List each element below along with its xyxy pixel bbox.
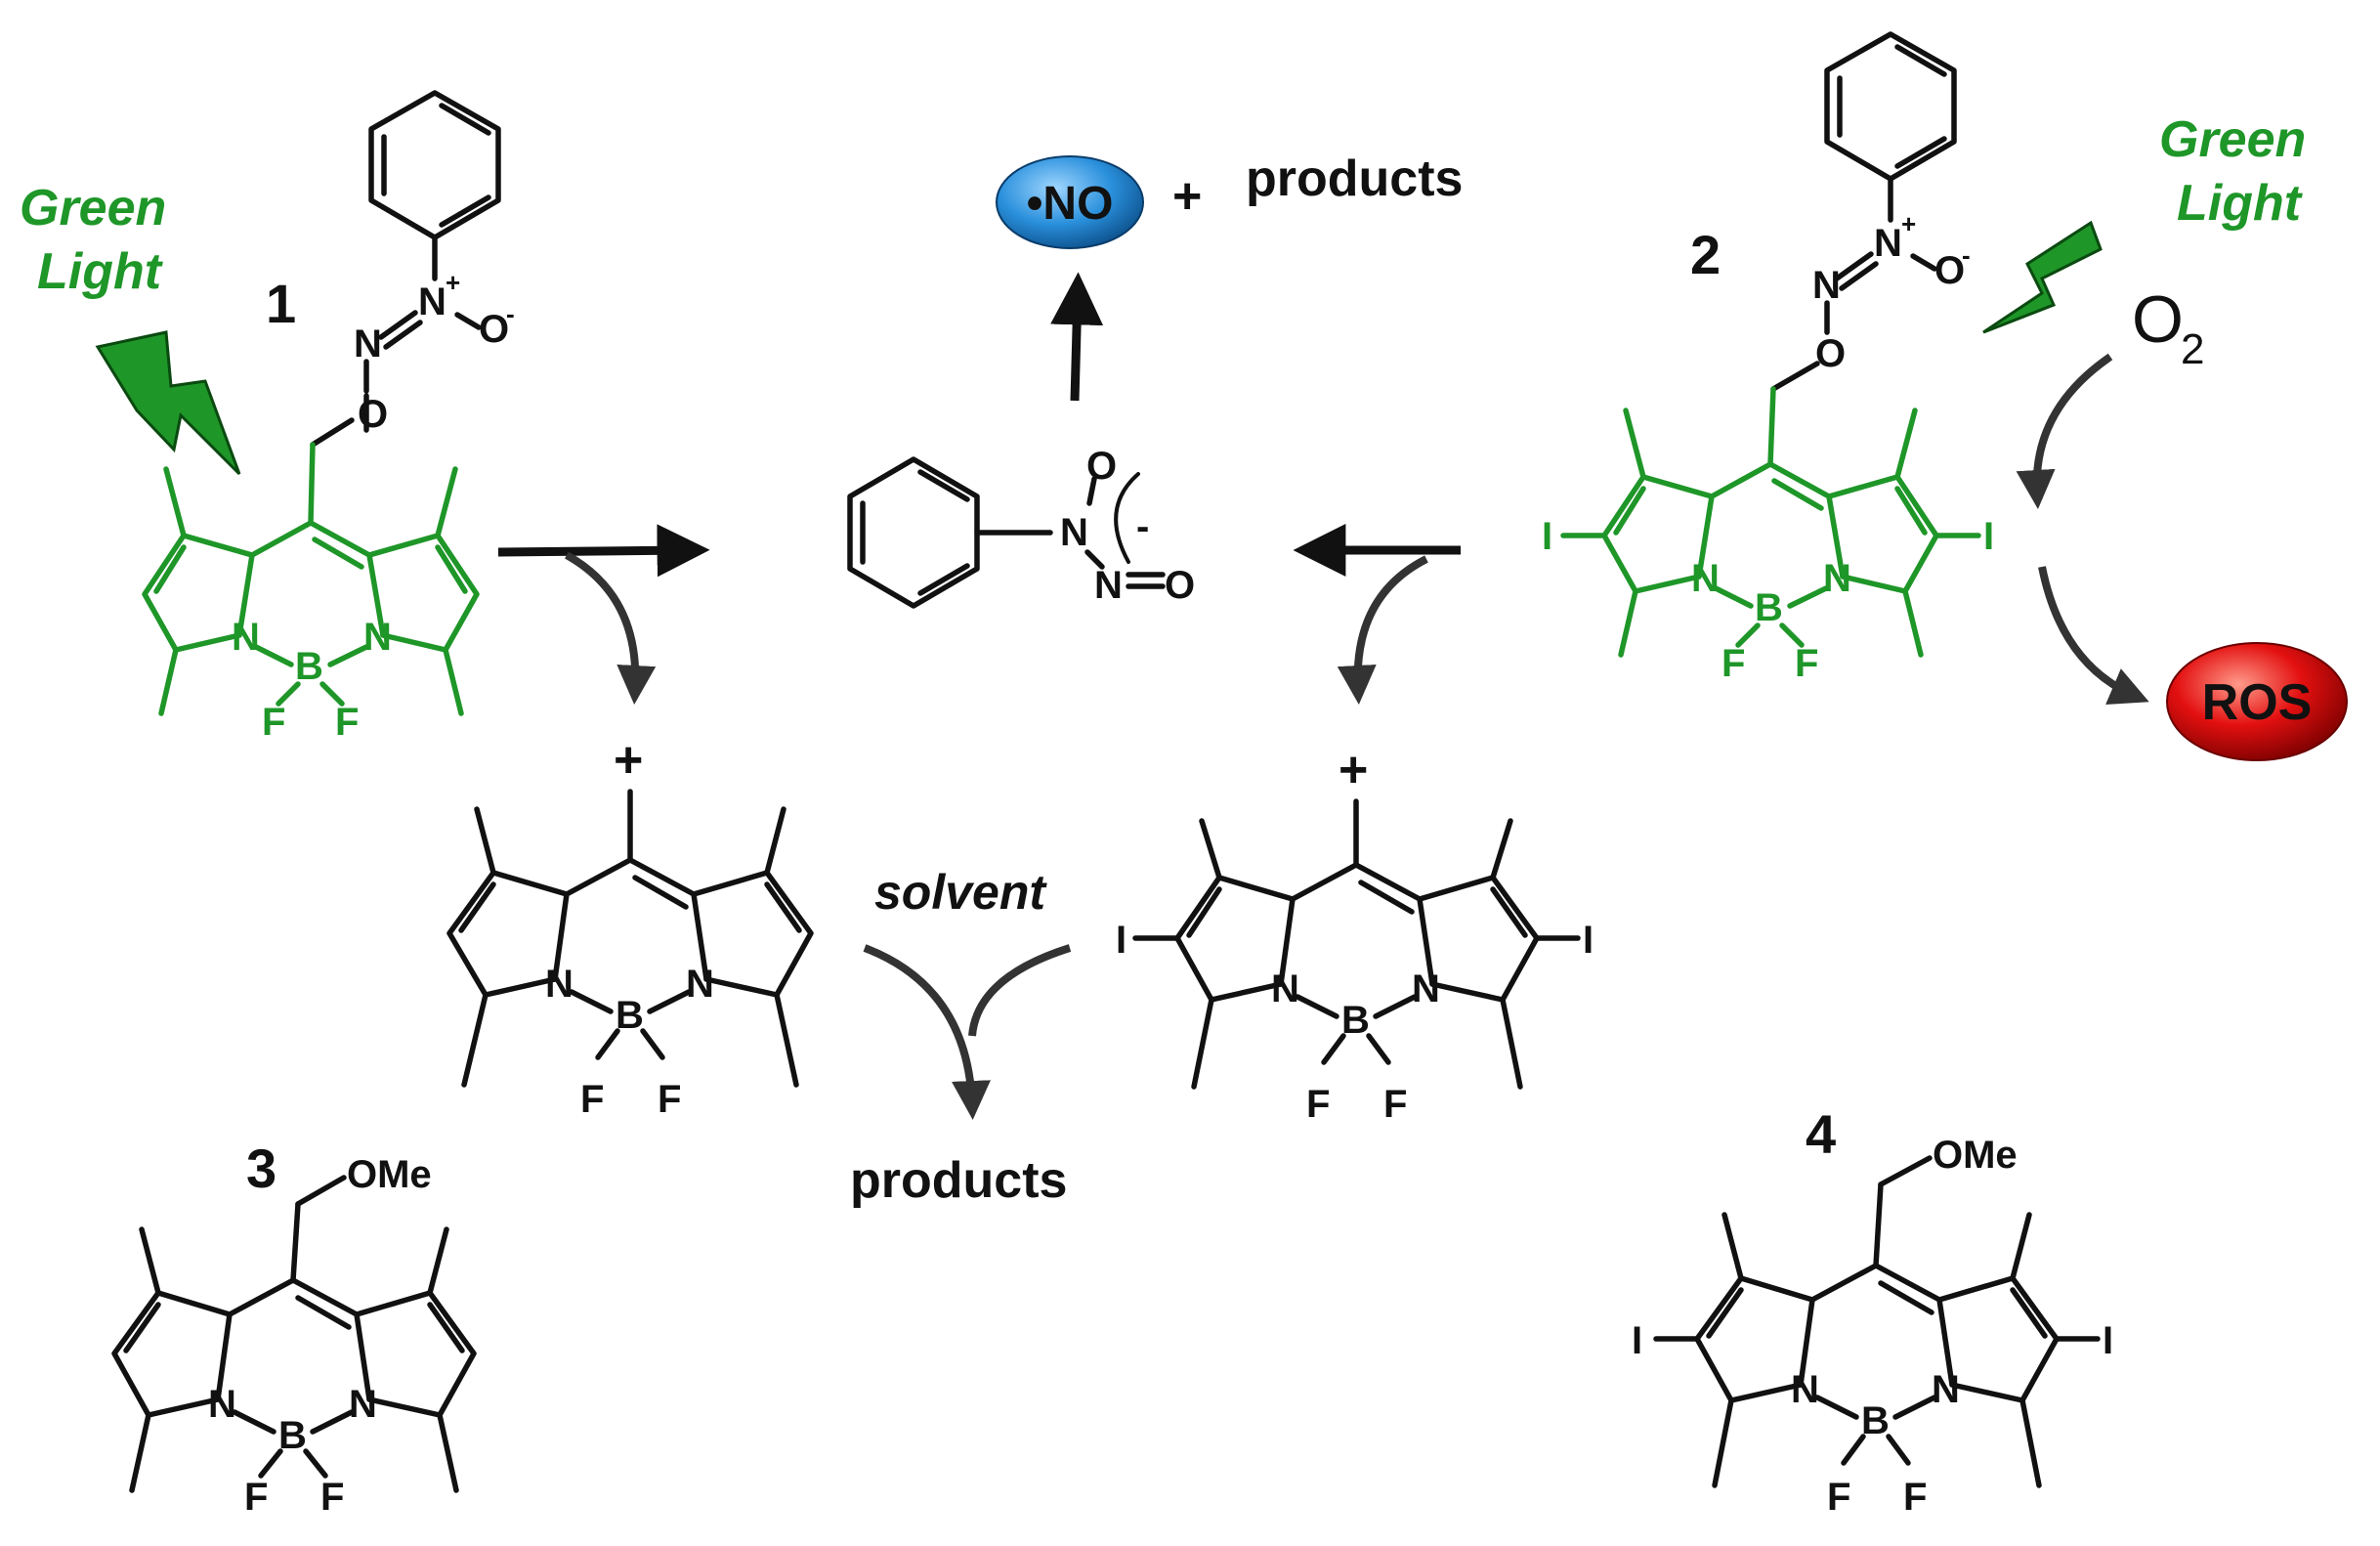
atom-label: I: [1116, 919, 1126, 962]
atom-label: F: [580, 1078, 604, 1121]
no-radical-label: •NO: [1027, 178, 1114, 230]
atom-label: O: [479, 308, 509, 351]
lightning-bolt-icon: [95, 330, 241, 476]
atom-label: N: [349, 1383, 377, 1426]
atom-label: B: [295, 645, 323, 688]
compound-label-1: 1: [266, 273, 296, 334]
compound-2-bodipy-core: [1560, 386, 1981, 658]
oxygen-subscript: 2: [2181, 325, 2204, 373]
atom-label: N: [1823, 557, 1851, 600]
charge-label: -: [506, 299, 515, 328]
atom-label: F: [1306, 1083, 1330, 1126]
atom-label: B: [616, 994, 644, 1037]
cation-charge: +: [1339, 742, 1368, 798]
atom-label: F: [1795, 642, 1818, 685]
atom-label: N: [1271, 967, 1299, 1010]
atom-label: N: [545, 963, 574, 1006]
atom-label: N: [1812, 264, 1841, 307]
compound-2-phenyl: [1770, 31, 1957, 392]
ros-badge: ROS: [2166, 642, 2348, 761]
atom-label: O: [1165, 564, 1195, 607]
plus-sign: +: [1172, 168, 1202, 225]
compound-label-4: 4: [1806, 1103, 1836, 1165]
atom-label: N: [208, 1383, 236, 1426]
ome-label: OMe: [1933, 1134, 2018, 1177]
atom-label: O: [1934, 249, 1965, 292]
atom-label: F: [1721, 642, 1745, 685]
atom-label: F: [658, 1078, 681, 1121]
compound-4: 4 OMe N N B F F: [1632, 1103, 2113, 1519]
atom-label: N: [363, 616, 392, 659]
ros-arrow: [2038, 566, 2149, 705]
atom-label: I: [2103, 1319, 2113, 1362]
atom-label: F: [1383, 1083, 1407, 1126]
atom-label: F: [320, 1476, 344, 1519]
atom-label: O: [1815, 332, 1846, 375]
solvent-arrow: [863, 944, 991, 1120]
oxygen-arrow: [2016, 353, 2113, 509]
green-light-label: Green: [2159, 111, 2306, 168]
atom-label: N: [232, 616, 260, 659]
atom-label: B: [278, 1414, 307, 1457]
curved-arrow-right: [1337, 555, 1428, 705]
cation-right: + N N B F F I I: [1116, 742, 1594, 1126]
atom-label: O: [358, 393, 388, 436]
atom-label: B: [1341, 999, 1370, 1042]
lightning-bolt-icon: [1982, 220, 2103, 334]
compound-label-3: 3: [246, 1138, 276, 1199]
charge-label: -: [1136, 505, 1149, 548]
cation-left: + N N B F F: [446, 732, 814, 1121]
solvent-step: solvent products: [850, 865, 1072, 1209]
solvent-label: solvent: [874, 865, 1047, 920]
atom-label: N: [1094, 564, 1123, 607]
no-product: •NO + products: [996, 150, 1463, 249]
green-light-label: Light: [37, 243, 164, 300]
atom-label: F: [1827, 1476, 1850, 1519]
products-label: products: [1246, 150, 1463, 207]
atom-label: N: [1791, 1368, 1819, 1411]
atom-label: F: [335, 701, 359, 744]
atom-label: O: [1086, 445, 1117, 488]
atom-label: B: [1861, 1399, 1890, 1442]
atom-label: F: [262, 701, 285, 744]
atom-label: N: [418, 280, 446, 323]
solvent-arrow-branch: [968, 944, 1072, 1037]
atom-label: N: [1691, 557, 1720, 600]
ome-label: OMe: [347, 1153, 432, 1196]
atom-label: N: [1412, 967, 1440, 1010]
arrow-up: [1050, 272, 1104, 402]
atom-label: I: [1983, 515, 1994, 558]
cation-charge: +: [614, 732, 643, 789]
compound-2: N + O - N O N N B: [1542, 31, 1994, 685]
charge-label: +: [1901, 209, 1916, 238]
atom-label: F: [1903, 1476, 1927, 1519]
charge-label: -: [1962, 240, 1971, 270]
atom-label: N: [686, 963, 714, 1006]
atom-label: N: [354, 322, 382, 365]
atom-label: F: [244, 1476, 268, 1519]
green-light-label: Light: [2177, 175, 2304, 232]
oxygen-label: O: [2132, 282, 2184, 357]
compound-1: N + O - N O N: [142, 90, 515, 744]
nitroso-intermediate: N O - N O: [847, 445, 1195, 609]
compound-1-bodipy-core: [142, 442, 480, 716]
green-light-label: Green: [20, 180, 166, 236]
atom-label: N: [1874, 222, 1902, 265]
compound-3: 3 OMe N N B F F: [111, 1138, 477, 1519]
atom-label: N: [1932, 1368, 1960, 1411]
atom-label: I: [1542, 515, 1552, 558]
atom-label: I: [1583, 919, 1594, 962]
atom-label: I: [1632, 1319, 1642, 1362]
solvent-products-label: products: [850, 1152, 1067, 1209]
arrow-right: [497, 524, 710, 578]
atom-label: N: [1060, 511, 1088, 554]
compound-1-phenyl: [363, 90, 501, 433]
charge-label: +: [446, 268, 460, 297]
curved-arrow-left: [565, 551, 657, 705]
atom-label: B: [1755, 586, 1783, 629]
compound-label-2: 2: [1690, 224, 1721, 285]
ros-label: ROS: [2202, 674, 2313, 731]
